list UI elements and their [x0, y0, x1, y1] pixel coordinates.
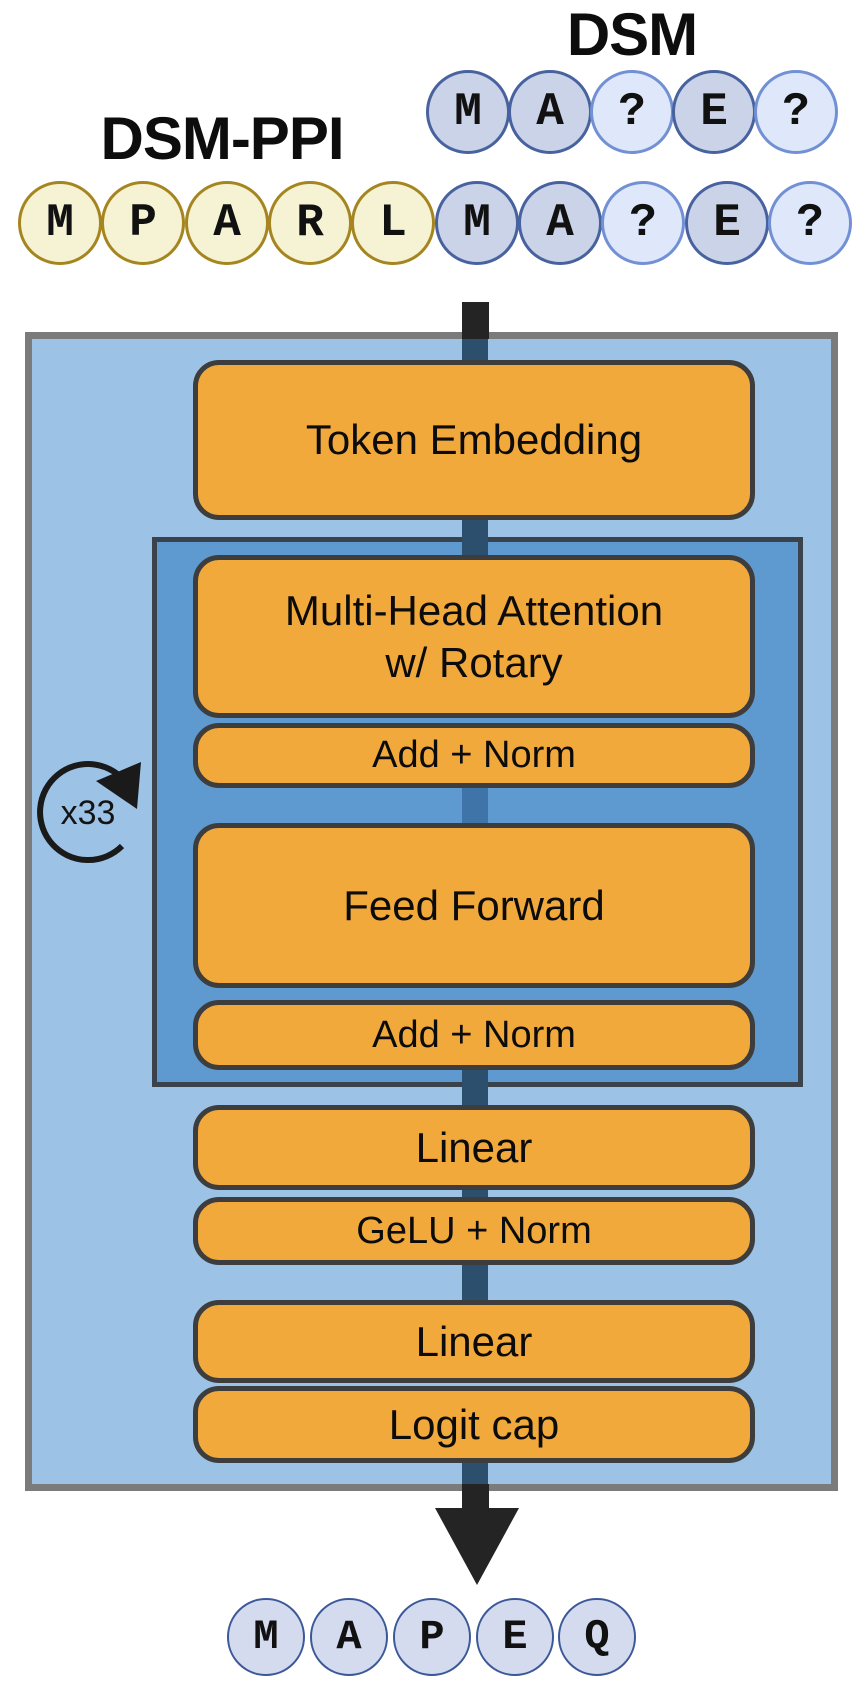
connector-block-to-linear	[462, 1068, 488, 1108]
dsm-token-3-masked: ?	[590, 70, 674, 154]
add-norm-1-label: Add + Norm	[372, 734, 576, 777]
repeat-loop-icon	[37, 761, 141, 864]
dsm-token-2: A	[508, 70, 592, 154]
ppi-token-8-masked: ?	[601, 181, 685, 265]
logit-cap-block: Logit cap	[193, 1386, 755, 1463]
dsm-token-4: E	[672, 70, 756, 154]
ppi-token-2: P	[101, 181, 185, 265]
output-arrow-shaft	[462, 1484, 489, 1510]
add-norm-block-2: Add + Norm	[193, 1000, 755, 1070]
linear-1-label: Linear	[415, 1123, 533, 1171]
ppi-token-3: A	[185, 181, 269, 265]
ppi-token-4: R	[268, 181, 352, 265]
mha-label-line1: Multi-Head Attention	[284, 587, 664, 635]
dsm-ppi-title: DSM-PPI	[100, 105, 344, 172]
token-embedding-label: Token Embedding	[305, 416, 643, 464]
output-token-4: E	[476, 1598, 554, 1676]
token-embedding-block: Token Embedding	[193, 360, 755, 520]
dsm-token-5-masked: ?	[754, 70, 838, 154]
output-token-2: A	[310, 1598, 388, 1676]
connector-logitcap-to-output	[462, 1461, 488, 1487]
mha-label-line2: w/ Rotary	[385, 638, 563, 686]
ppi-token-1: M	[18, 181, 102, 265]
linear-block-2: Linear	[193, 1300, 755, 1383]
connector-embedding-to-attention	[462, 515, 488, 560]
add-norm-2-label: Add + Norm	[372, 1013, 576, 1056]
output-token-3: P	[393, 1598, 471, 1676]
dsm-title: DSM	[566, 1, 698, 68]
dsm-token-1: M	[426, 70, 510, 154]
input-connector-stub	[462, 302, 489, 339]
ppi-token-6: M	[435, 181, 519, 265]
linear-2-label: Linear	[415, 1317, 533, 1365]
multi-head-attention-block: Multi-Head Attention w/ Rotary	[193, 555, 755, 718]
feed-forward-block: Feed Forward	[193, 823, 755, 988]
feed-forward-label: Feed Forward	[343, 881, 605, 929]
ppi-token-9: E	[685, 181, 769, 265]
linear-block-1: Linear	[193, 1105, 755, 1190]
output-token-1: M	[227, 1598, 305, 1676]
logit-cap-label: Logit cap	[388, 1400, 560, 1448]
gelu-norm-block: GeLU + Norm	[193, 1197, 755, 1265]
ppi-token-7: A	[518, 181, 602, 265]
connector-gelu-to-linear	[462, 1263, 488, 1305]
connector-input-to-embedding	[462, 336, 488, 362]
output-arrow-head	[435, 1508, 519, 1585]
repeat-count-label: x33	[60, 794, 116, 832]
ppi-token-10-masked: ?	[768, 181, 852, 265]
gelu-norm-label: GeLU + Norm	[356, 1209, 592, 1252]
ppi-token-5: L	[351, 181, 435, 265]
connector-addnorm-to-feedforward	[462, 785, 488, 826]
output-token-5: Q	[558, 1598, 636, 1676]
add-norm-block-1: Add + Norm	[193, 723, 755, 788]
